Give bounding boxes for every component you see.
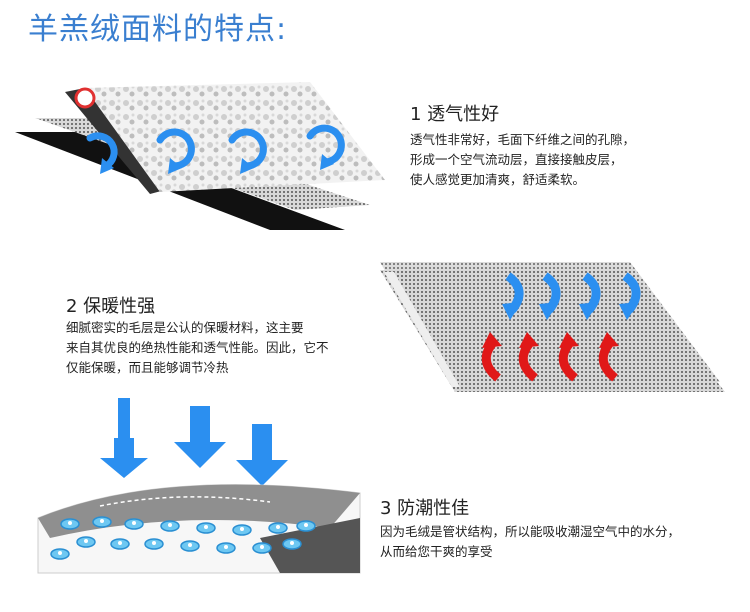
moisture-down-arrow-stem — [118, 398, 130, 438]
feature-1-line: 形成一个空气流动层，直接接触皮层， — [410, 152, 623, 167]
fabric-top-surface — [38, 484, 360, 538]
circulation-arrow-icon — [156, 128, 195, 174]
feature-2-line: 仅能保暖，而且能够调节冷热 — [66, 360, 229, 375]
feature-1-line: 使人感觉更加清爽，舒适柔软。 — [410, 172, 586, 187]
feature-3-line: 从而给您干爽的享受 — [380, 544, 493, 559]
fabric-stitch-line — [99, 496, 271, 507]
moisture-absorb-illustration — [37, 398, 361, 574]
fabric-dark-edge — [260, 518, 360, 573]
moisture-down-arrow-icon — [236, 424, 288, 486]
cold-air-arrow-icon — [502, 272, 524, 320]
mesh-edge — [384, 272, 460, 387]
feature-2-body: 细腻密实的毛层是公认的保暖材料，这主要 来自其优良的绝热性能和透气性能。因此，它… — [66, 318, 329, 378]
moisture-down-arrow-icon — [100, 438, 148, 478]
cold-air-arrow-icon — [619, 272, 641, 320]
cold-air-arrow-icon — [579, 272, 601, 320]
circulation-arrow-icon — [86, 132, 118, 174]
feature-1-title: 1 透气性好 — [410, 104, 500, 125]
breathable-layers-illustration — [15, 82, 385, 230]
moisture-down-arrow-icon — [174, 406, 226, 468]
feature-3-line: 因为毛绒是管状结构，所以能吸收潮湿空气中的水分， — [380, 524, 681, 539]
warm-air-arrow-icon — [598, 332, 619, 382]
warm-air-arrow-icon — [481, 332, 502, 382]
warmth-layers-illustration — [380, 262, 725, 392]
feature-3-title: 3 防潮性佳 — [380, 498, 470, 519]
feature-1-line: 透气性非常好，毛面下纤维之间的孔隙， — [410, 132, 636, 147]
warm-air-arrow-icon — [518, 332, 539, 382]
feature-2-line: 来自其优良的绝热性能和透气性能。因此，它不 — [66, 340, 329, 355]
feature-2-title: 2 保暖性强 — [66, 296, 156, 317]
warm-air-arrow-icon — [558, 332, 579, 382]
page-title: 羊羔绒面料的特点: — [28, 12, 288, 47]
feature-2-line: 细腻密实的毛层是公认的保暖材料，这主要 — [66, 320, 304, 335]
dark-edge-strip — [65, 88, 165, 194]
feature-3-body: 因为毛绒是管状结构，所以能吸收潮湿空气中的水分， 从而给您干爽的享受 — [380, 522, 680, 562]
circulation-arrow-icon — [228, 128, 267, 174]
red-ring-marker — [74, 87, 96, 109]
circulation-arrow-icon — [306, 124, 345, 170]
cold-air-arrow-icon — [539, 272, 561, 320]
feature-1-body: 透气性非常好，毛面下纤维之间的孔隙， 形成一个空气流动层，直接接触皮层， 使人感… — [410, 130, 635, 190]
